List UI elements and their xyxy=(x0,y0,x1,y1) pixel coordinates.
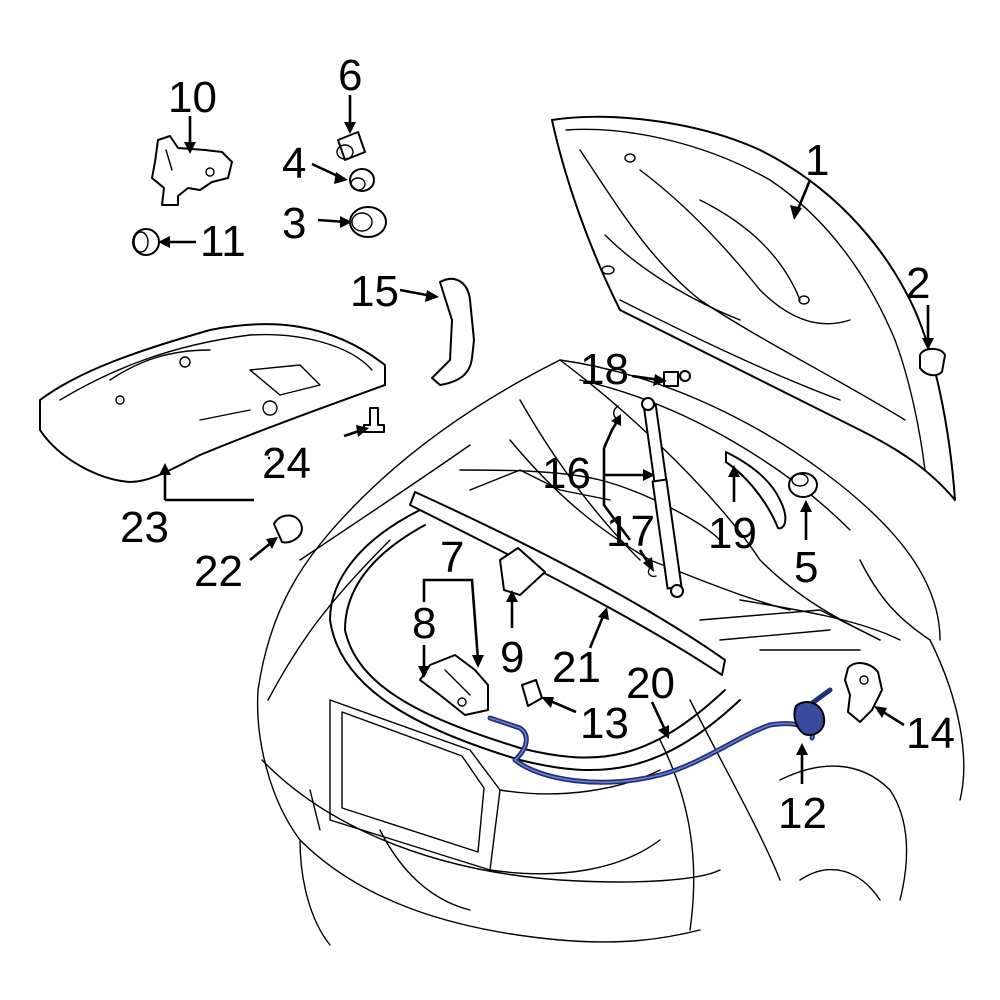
bumper-part-6 xyxy=(336,131,366,161)
ball-stud-part-18 xyxy=(663,370,691,387)
callout-16: 16 xyxy=(542,449,591,498)
callout-12: 12 xyxy=(778,789,827,838)
bumper-part-11 xyxy=(132,228,160,256)
hinge-part-10 xyxy=(151,135,233,206)
callout-11: 11 xyxy=(200,217,246,266)
callout-17: 17 xyxy=(606,507,655,556)
clip-part-24 xyxy=(363,407,385,433)
callout-3: 3 xyxy=(282,199,306,248)
hinge-part-15 xyxy=(431,277,475,386)
callout-2: 2 xyxy=(906,259,930,308)
callout-1: 1 xyxy=(805,136,829,185)
callout-21: 21 xyxy=(552,643,601,692)
callout-23: 23 xyxy=(120,503,169,552)
callout-14: 14 xyxy=(906,709,955,758)
bumper-stop-part-2 xyxy=(918,347,946,377)
callout-8: 8 xyxy=(412,599,436,648)
callout-10: 10 xyxy=(168,73,217,122)
grommet-part-3 xyxy=(349,206,387,238)
callout-18: 18 xyxy=(580,345,629,394)
clip-part-13 xyxy=(521,679,543,707)
hood-lock-part-7 xyxy=(419,654,489,716)
callout-13: 13 xyxy=(580,699,629,748)
support-strut-part-16 xyxy=(641,397,684,598)
callout-5: 5 xyxy=(794,543,818,592)
callout-19: 19 xyxy=(708,509,757,558)
seal-part-19 xyxy=(725,451,787,530)
callout-20: 20 xyxy=(626,659,675,708)
callout-4: 4 xyxy=(282,139,306,188)
callout-22: 22 xyxy=(194,547,243,596)
callout-9: 9 xyxy=(500,633,524,682)
vehicle-body xyxy=(256,359,965,946)
seal-part-21 xyxy=(409,491,726,676)
callout-arrows xyxy=(158,95,934,784)
bumper-part-4 xyxy=(349,168,375,192)
hood xyxy=(551,115,956,501)
callout-15: 15 xyxy=(350,267,399,316)
deflector-part-9 xyxy=(499,547,546,596)
release-lever-part-14 xyxy=(844,662,883,723)
bumper-part-22 xyxy=(273,514,303,544)
bumper-part-5 xyxy=(788,472,818,498)
callout-24: 24 xyxy=(262,439,311,488)
hood-insulator-part-23 xyxy=(39,323,386,483)
release-handle-part-12 xyxy=(793,701,826,736)
callout-7: 7 xyxy=(440,533,464,582)
callout-6: 6 xyxy=(338,51,362,100)
callout-labels: 1 2 3 4 5 6 7 8 9 10 11 12 13 14 15 16 1… xyxy=(120,51,955,838)
